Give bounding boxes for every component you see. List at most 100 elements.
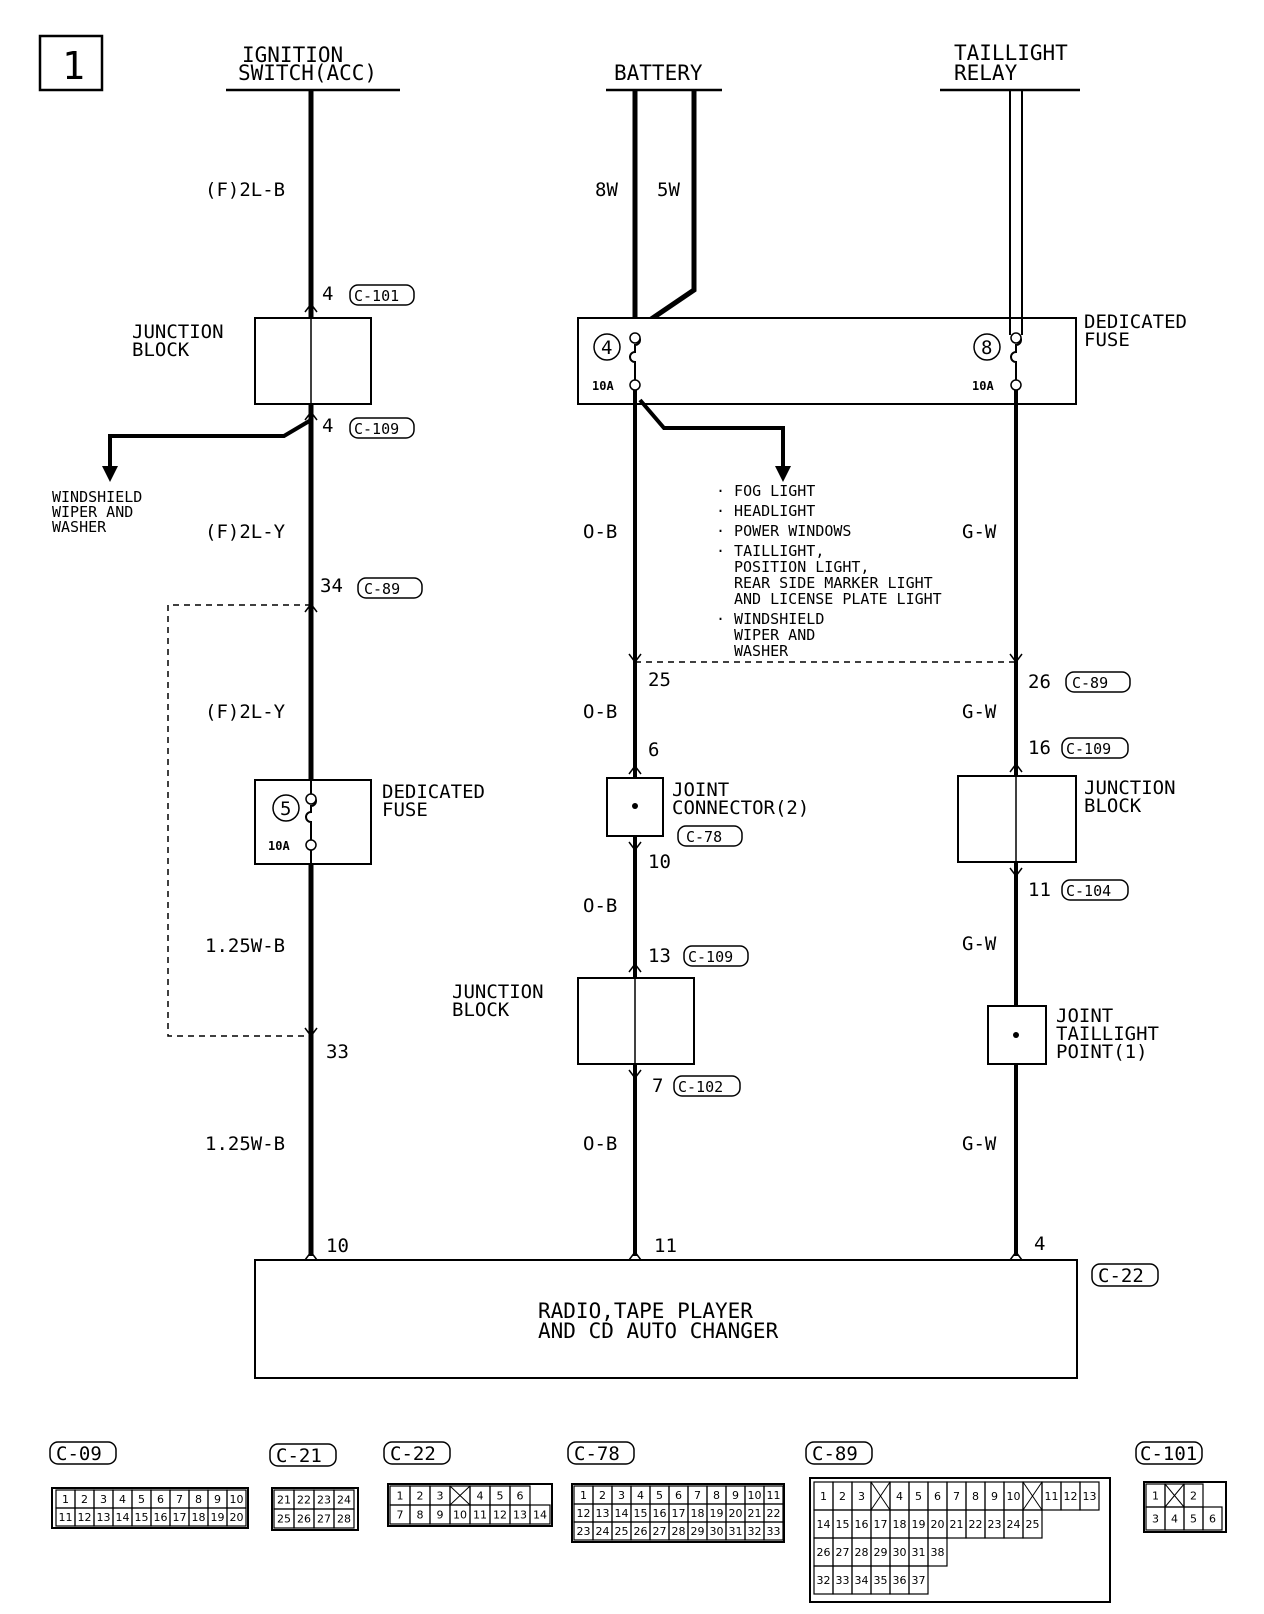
battery-wire-5w: [633, 90, 697, 333]
connector-pin-label: 7: [397, 1509, 404, 1522]
connector-label-c22-box: [1091, 1263, 1159, 1287]
fuse-8-rating: 10A: [972, 379, 994, 393]
radio-label-2: AND CD AUTO CHANGER: [538, 1319, 779, 1343]
connector-pin-label: 15: [836, 1518, 850, 1531]
branch-right-3: · TAILLIGHT,: [716, 542, 824, 560]
connector-pin-label: 20: [931, 1518, 945, 1531]
connector-pin-label: 6: [517, 1490, 524, 1503]
connector-pin-cell: [763, 1521, 784, 1541]
connector-label-c89a-box: [357, 577, 423, 599]
connector-pin-label: 1: [580, 1489, 587, 1502]
connector-pin-label: 15: [634, 1507, 648, 1520]
pin-tail-11: 11: [1028, 879, 1051, 901]
connector-pin-label: 3: [100, 1493, 107, 1506]
connector-label-c102-box: [673, 1075, 741, 1097]
page-number-box: [38, 34, 104, 92]
connector-pin-label: 35: [874, 1574, 888, 1587]
connector-c89a: C-89: [364, 580, 400, 598]
connector-pin-label: 19: [211, 1511, 225, 1524]
connector-pin-label: 25: [615, 1525, 629, 1538]
connector-pin-label: 20: [230, 1511, 244, 1524]
battery-label: BATTERY: [614, 61, 703, 85]
fuse-5-number: 5: [280, 798, 291, 820]
connector-pin-label: 34: [855, 1574, 869, 1587]
pin-bat-25: 25: [648, 669, 671, 691]
connector-pin-label: 24: [1007, 1518, 1021, 1531]
connector-pin-label: 6: [934, 1490, 941, 1503]
branch-right-9: WASHER: [734, 642, 789, 660]
branch-left-1: WINDSHIELD: [52, 488, 142, 506]
connector-pin-blank: [449, 1485, 471, 1506]
connector-pin-label: 4: [119, 1493, 126, 1506]
connector-pin-label: 18: [893, 1518, 907, 1531]
ignition-label-2: SWITCH(ACC): [238, 61, 377, 85]
wire-ign-low: 1.25W-B: [205, 935, 285, 957]
connector-pin-label: 21: [950, 1518, 964, 1531]
pin-ign-10: 10: [326, 1235, 349, 1257]
wire-ign-top: (F)2L-B: [205, 179, 285, 201]
connector-pin-label: 25: [1026, 1518, 1040, 1531]
connector-label-c109a-box: [349, 417, 415, 439]
connector-pin-label: 6: [1209, 1513, 1216, 1526]
wire-bat-ob4: O-B: [583, 1133, 617, 1155]
pin-ign-4a: 4: [322, 283, 333, 305]
pin-ign-34: 34: [320, 575, 343, 597]
radio-unit: [254, 1259, 1078, 1379]
junction-block-middle-label-2: BLOCK: [452, 999, 510, 1021]
connector-pin-label: 11: [473, 1509, 487, 1522]
dashed-loop-left: [167, 604, 311, 1037]
connector-pin-label: 7: [953, 1490, 960, 1503]
connector-pin-label: 28: [855, 1546, 869, 1559]
connector-pin-label: 16: [653, 1507, 667, 1520]
connector-pin-label: 26: [297, 1513, 311, 1526]
ignition-label-1: IGNITION: [242, 43, 343, 67]
connector-pin-label: 15: [135, 1511, 149, 1524]
connector-pin-blank: [1022, 1481, 1043, 1511]
connector-pin-label: 8: [195, 1493, 202, 1506]
connector-pin-label: 21: [748, 1507, 762, 1520]
pin-markers: [304, 302, 1023, 1261]
connector-pin-label: 32: [748, 1525, 762, 1538]
connector-pin-label: 11: [1045, 1490, 1059, 1503]
connector-pin-label: 12: [1064, 1490, 1078, 1503]
branch-right-7: · WINDSHIELD: [716, 610, 824, 628]
connector-pin-label: 1: [62, 1493, 69, 1506]
dedicated-fuse-left-label-2: FUSE: [382, 799, 428, 821]
junction-block-right-label-1: JUNCTION: [1084, 777, 1176, 799]
branch-right-6: AND LICENSE PLATE LIGHT: [734, 590, 942, 608]
connector-pin-label: 8: [713, 1489, 720, 1502]
branch-left-3: WASHER: [52, 518, 107, 536]
dedicated-fuse-left-label-1: DEDICATED: [382, 781, 485, 803]
connector-pin-label: 5: [915, 1490, 922, 1503]
connector-pin-label: 10: [230, 1493, 244, 1506]
connector-pin-label: 37: [912, 1574, 926, 1587]
junction-block-middle-label-1: JUNCTION: [452, 981, 544, 1003]
connector-pin-label: 4: [1171, 1513, 1178, 1526]
joint-taillight-label-1: JOINT: [1056, 1005, 1113, 1027]
wire-bat-8w: 8W: [595, 179, 618, 201]
connector-pin-label: 3: [858, 1490, 865, 1503]
connector-pin-label: 1: [1152, 1490, 1159, 1503]
connector-pin-label: 28: [337, 1513, 351, 1526]
connector-pin-label: 23: [988, 1518, 1002, 1531]
joint-connector-label-2: CONNECTOR(2): [672, 797, 809, 819]
page-number: 1: [62, 44, 85, 88]
connector-pin-label: 9: [732, 1489, 739, 1502]
connector-pin-blank: [1164, 1483, 1185, 1508]
connector-pin-label: 2: [417, 1490, 424, 1503]
junction-block-left: [254, 317, 372, 405]
wire-ign-mid2: (F)2L-Y: [205, 701, 286, 723]
connector-pin-label: 3: [618, 1489, 625, 1502]
connector-pin-label: 14: [533, 1509, 547, 1522]
wire-ign-mid: (F)2L-Y: [205, 521, 286, 543]
branch-left-2: WIPER AND: [52, 503, 133, 521]
connector-pin-label: 5: [138, 1493, 145, 1506]
connector-pin-label: 19: [710, 1507, 724, 1520]
connector-pin-label: 10: [1007, 1490, 1021, 1503]
connector-pin-label: 32: [817, 1574, 831, 1587]
pin-bat-7: 7: [652, 1075, 663, 1097]
